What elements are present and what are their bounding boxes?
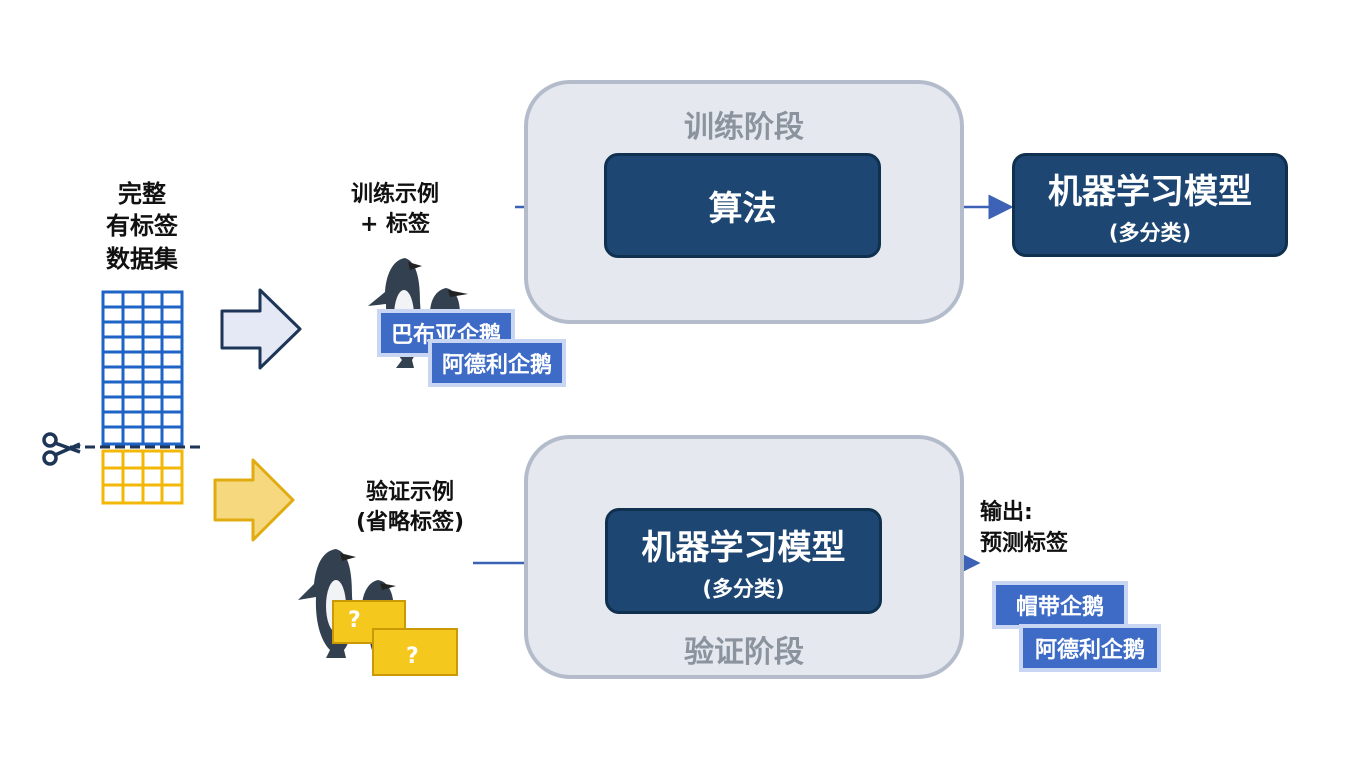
split-arrow-validation-icon [213, 458, 295, 542]
trained-model-subtitle: (多分类) [1108, 220, 1192, 245]
dataset-label-line: 数据集 [106, 244, 178, 273]
trained-model-box: 机器学习模型 (多分类) [1012, 153, 1288, 257]
validation-input-label: 验证示例 (省略标签) [340, 478, 480, 537]
validation-stage-title: 验证阶段 [684, 635, 804, 670]
species-tag: 阿德利企鹅 [432, 343, 563, 383]
trained-model-title: 机器学习模型 [1048, 171, 1252, 212]
predicted-tag: 阿德利企鹅 [1023, 628, 1158, 668]
validation-model-box: 机器学习模型 (多分类) [605, 508, 882, 614]
output-label: 输出: 预测标签 [980, 498, 1068, 560]
output-label-line: 预测标签 [980, 530, 1069, 556]
validation-input-line: 验证示例 [365, 480, 454, 505]
unknown-label-tag: ? [372, 628, 458, 676]
validation-input-line: (省略标签) [355, 509, 465, 535]
unknown-mark: ? [406, 644, 419, 669]
algorithm-box: 算法 [604, 153, 881, 258]
scissors-icon [42, 432, 81, 466]
predicted-tag: 帽带企鹅 [996, 585, 1125, 625]
dataset-label: 完整 有标签 数据集 [92, 178, 192, 275]
validation-model-title: 机器学习模型 [641, 527, 846, 568]
dataset-grid-training [101, 290, 184, 446]
dataset-label-line: 有标签 [106, 212, 178, 241]
training-input-line: + 标签 [359, 211, 431, 237]
unknown-mark: ? [348, 608, 361, 633]
dataset-grid-validation [101, 449, 184, 505]
split-arrow-training-icon [220, 288, 302, 370]
validation-model-subtitle: (多分类) [702, 576, 785, 601]
training-stage-title: 训练阶段 [684, 110, 804, 145]
algorithm-label: 算法 [708, 189, 777, 229]
dataset-label-line: 完整 [118, 180, 166, 208]
output-label-line: 输出: [980, 500, 1033, 525]
training-input-label: 训练示例 + 标签 [325, 180, 465, 239]
training-input-line: 训练示例 [350, 182, 439, 207]
